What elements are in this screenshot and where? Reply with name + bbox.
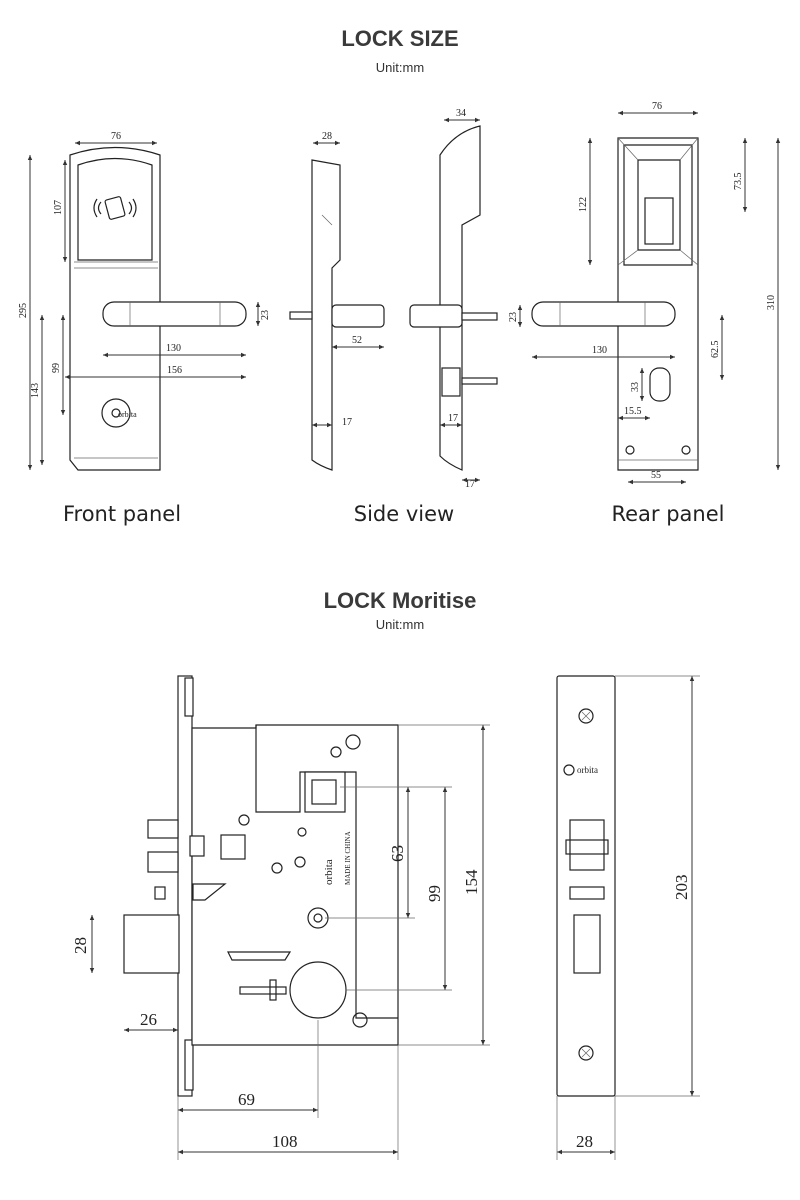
rear-dim-base: 55	[651, 470, 661, 481]
rear-dim-slot-h: 33	[630, 382, 641, 392]
made-in-text: MADE IN CHINA	[344, 831, 352, 885]
side-dim-rear-handle: 23	[508, 312, 519, 322]
rear-dim-top: 122	[578, 197, 589, 212]
rear-dim-total: 310	[766, 295, 777, 310]
front-dim-lower: 143	[30, 383, 41, 398]
mortise-faceplate-drawing: orbita 203 28	[556, 675, 700, 1160]
rear-dim-slot-w: 15.5	[624, 406, 642, 417]
mortise-dim-backset: 69	[238, 1090, 255, 1109]
mortise-dim-plate-off: 26	[140, 1010, 157, 1029]
rear-dim-window: 73.5	[733, 173, 744, 191]
mortise-title: LOCK Moritise	[323, 588, 477, 613]
side-dim-rear-depth: 34	[456, 108, 466, 119]
mortise-dim-height: 154	[462, 869, 481, 895]
brand-logo-circle	[101, 398, 131, 428]
rear-panel-caption: Rear panel	[611, 502, 725, 526]
side-view-caption: Side view	[353, 502, 455, 526]
rear-dim-width: 76	[652, 101, 662, 112]
mortise-side-drawing: orbita MADE IN CHINA 28 26 69 108 63 99 …	[71, 675, 490, 1160]
rfid-card-icon	[93, 196, 137, 220]
rear-dim-knob: 62.5	[710, 341, 721, 359]
side-dim-thick-c: 17	[465, 479, 475, 490]
front-panel-drawing: orbita 76 107 295 143 99 23 130 156	[18, 131, 271, 471]
front-dim-badge: 107	[53, 200, 64, 215]
front-dim-span: 156	[167, 365, 182, 376]
side-dim-depth: 28	[322, 131, 332, 142]
mortise-dim-latch: 28	[71, 937, 90, 954]
front-dim-handle-h: 23	[260, 310, 271, 320]
front-panel-caption: Front panel	[62, 502, 182, 526]
mortise-dim-width: 108	[272, 1132, 298, 1151]
front-logo-text: orbita	[118, 410, 137, 419]
mortise-unit: Unit:mm	[375, 617, 425, 632]
side-dim-handle: 52	[352, 335, 362, 346]
front-dim-cyl: 99	[51, 363, 62, 373]
lock-size-title: LOCK SIZE	[341, 26, 459, 51]
rear-dim-handle: 130	[592, 345, 607, 356]
faceplate-brand-text: orbita	[577, 765, 598, 775]
faceplate-dim-width: 28	[576, 1132, 593, 1151]
rear-panel-drawing: 76 122 73.5 310 130 62.5 33 15.5 55	[531, 101, 781, 485]
front-dim-total: 295	[18, 303, 29, 318]
mortise-brand-text: orbita	[323, 859, 335, 885]
side-view-drawing: 28 52 17 34 23 17 17	[289, 108, 523, 490]
rear-thumb-slot	[649, 367, 671, 402]
front-dim-width: 76	[111, 131, 121, 142]
mortise-dim-d1: 63	[388, 845, 407, 862]
front-dim-handle-len: 130	[166, 343, 181, 354]
faceplate-dim-height: 203	[672, 875, 691, 901]
side-dim-thick-b: 17	[448, 413, 458, 424]
side-dim-thick-a: 17	[342, 417, 352, 428]
lock-size-unit: Unit:mm	[375, 60, 425, 75]
mortise-dim-d2: 99	[425, 885, 444, 902]
